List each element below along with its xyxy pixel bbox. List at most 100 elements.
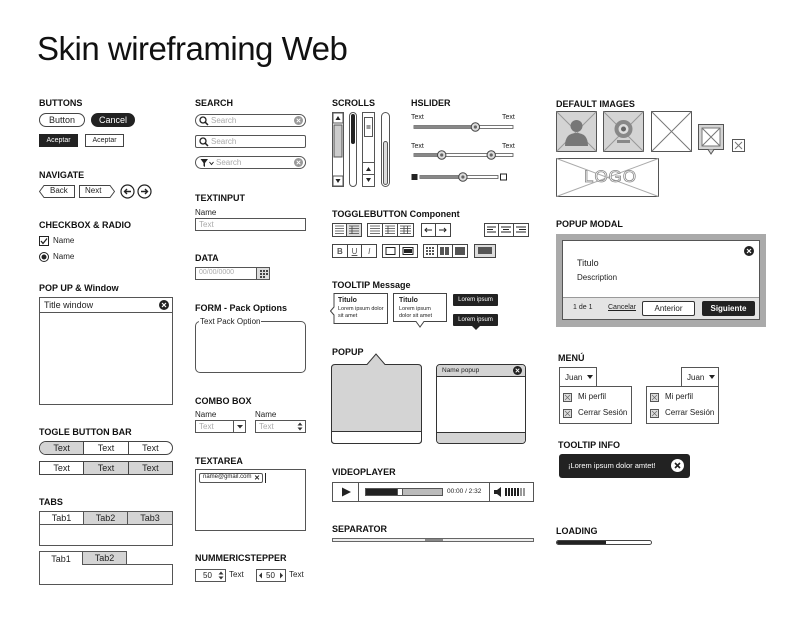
email-tag[interactable]: name@gmail.com ✕ bbox=[199, 473, 263, 483]
previous-button[interactable]: Anterior bbox=[642, 301, 695, 316]
combo-box-1[interactable]: Text bbox=[195, 420, 246, 433]
webcam-placeholder bbox=[603, 111, 644, 152]
clear-icon[interactable] bbox=[294, 158, 303, 167]
caret-right-icon[interactable] bbox=[279, 570, 284, 581]
layout-toggle-group[interactable] bbox=[367, 223, 414, 237]
cancel-link[interactable]: Cancelar bbox=[608, 304, 637, 311]
modal-footer: 1 de 1 Cancelar Anterior Siguiente bbox=[563, 297, 759, 319]
volume-icon[interactable] bbox=[493, 486, 533, 498]
modal-title: Titulo bbox=[577, 258, 599, 268]
user-dropdown[interactable]: Juan bbox=[559, 367, 597, 387]
date-input[interactable]: 00/00/0000 bbox=[195, 267, 270, 280]
popup-modal-heading: POPUP MODAL bbox=[556, 219, 623, 229]
form-heading: FORM - Pack Options bbox=[195, 303, 288, 313]
filter-icon[interactable] bbox=[200, 158, 214, 168]
combo-heading: COMBO BOX bbox=[195, 396, 252, 406]
scroll-thumb[interactable] bbox=[351, 114, 355, 144]
bold-toggle[interactable]: B bbox=[333, 245, 348, 257]
hslider-2[interactable] bbox=[411, 150, 516, 160]
scrollbar-3[interactable] bbox=[362, 112, 375, 187]
menu-item[interactable]: Mi perfil bbox=[647, 391, 718, 405]
play-icon[interactable] bbox=[333, 483, 359, 501]
italic-toggle[interactable]: I bbox=[368, 246, 371, 256]
tab-2[interactable]: Tab2 bbox=[82, 551, 127, 565]
frame-toggle-group[interactable] bbox=[382, 244, 418, 258]
close-icon[interactable] bbox=[159, 300, 169, 310]
history-toggle-group[interactable] bbox=[421, 223, 451, 237]
tab-1[interactable]: Tab1 bbox=[39, 551, 83, 566]
numeric-stepper-2[interactable]: 50 bbox=[256, 569, 286, 582]
close-icon[interactable] bbox=[513, 366, 522, 375]
tooltip-info: ¡Lorem ipsum dolor amtet! bbox=[559, 454, 690, 478]
calendar-icon[interactable] bbox=[256, 268, 269, 279]
arrow-left-icon[interactable] bbox=[120, 184, 135, 199]
search-input-filter[interactable]: Search bbox=[195, 156, 306, 169]
text-input[interactable]: Text bbox=[195, 218, 306, 231]
scroll-up-button[interactable] bbox=[363, 162, 374, 174]
tab-1[interactable]: Tab1 bbox=[40, 512, 84, 524]
search-input-rounded[interactable]: Search bbox=[195, 114, 306, 127]
tooltip-bottom: Titulo Lorem ipsum dolor sit amet bbox=[393, 293, 447, 328]
search-icon bbox=[199, 137, 209, 147]
textarea[interactable]: name@gmail.com ✕ bbox=[195, 469, 306, 531]
video-scrubber[interactable] bbox=[396, 488, 403, 496]
toggle-bar-item[interactable]: Text bbox=[128, 462, 172, 474]
tab-2[interactable]: Tab2 bbox=[84, 512, 128, 524]
combo-box-2[interactable]: Text bbox=[255, 420, 306, 433]
scrollbar-2[interactable] bbox=[349, 112, 357, 187]
tab-3[interactable]: Tab3 bbox=[128, 512, 172, 524]
search-input[interactable]: Search bbox=[195, 135, 306, 148]
text-cursor bbox=[265, 473, 266, 483]
tooltip-info-text: ¡Lorem ipsum dolor amtet! bbox=[568, 461, 656, 470]
menu-item[interactable]: Mi perfil bbox=[560, 391, 631, 405]
hslider-3[interactable] bbox=[411, 172, 507, 182]
radio-button[interactable] bbox=[39, 252, 49, 262]
grid-toggle-group[interactable] bbox=[423, 244, 468, 258]
menu-item[interactable]: Cerrar Sesión bbox=[647, 407, 718, 421]
close-icon[interactable]: ✕ bbox=[254, 475, 260, 482]
caret-down-icon bbox=[587, 374, 593, 380]
textinput-label: Name bbox=[195, 208, 217, 217]
slider-label: Text bbox=[411, 114, 424, 121]
user-dropdown[interactable]: Juan bbox=[681, 367, 719, 387]
aceptar-button[interactable]: Aceptar bbox=[85, 134, 124, 147]
combo-value: Text bbox=[199, 422, 214, 431]
scrollbar-1[interactable] bbox=[332, 112, 344, 187]
back-button[interactable]: Back bbox=[39, 185, 75, 198]
hslider-1[interactable] bbox=[411, 122, 516, 132]
next-button[interactable]: Next bbox=[79, 185, 115, 198]
combo-label-2: Name bbox=[255, 410, 277, 419]
menu-item-label: Cerrar Sesión bbox=[578, 408, 628, 417]
numeric-stepper-1[interactable]: 50 bbox=[195, 569, 226, 582]
underline-toggle[interactable]: U bbox=[348, 245, 363, 257]
align-toggle-group[interactable] bbox=[484, 223, 529, 237]
menu-item[interactable]: Cerrar Sesión bbox=[560, 407, 631, 421]
scroll-thumb[interactable] bbox=[364, 117, 373, 137]
chevron-down-icon[interactable] bbox=[233, 421, 245, 432]
scrollbar-4[interactable] bbox=[381, 112, 390, 187]
clear-icon[interactable] bbox=[294, 116, 303, 125]
toggle-bar-item[interactable]: Text bbox=[142, 443, 159, 453]
view-toggle-group[interactable] bbox=[332, 223, 362, 237]
close-icon[interactable] bbox=[671, 459, 684, 472]
cancel-button[interactable]: Cancel bbox=[91, 113, 135, 127]
up-down-icon[interactable] bbox=[296, 421, 304, 432]
scroll-thumb[interactable] bbox=[383, 141, 388, 185]
arrow-right-icon[interactable] bbox=[137, 184, 152, 199]
button-button[interactable]: Button bbox=[39, 113, 85, 127]
video-progress[interactable] bbox=[365, 488, 443, 496]
caret-left-icon[interactable] bbox=[258, 570, 263, 581]
toggle-bar-item[interactable]: Text bbox=[84, 442, 129, 454]
email-tag-label: name@gmail.com bbox=[203, 474, 252, 480]
aceptar-dark-button[interactable]: Aceptar bbox=[39, 134, 78, 147]
display-toggle[interactable] bbox=[474, 244, 496, 258]
scroll-down-button[interactable] bbox=[363, 174, 374, 186]
toggle-bar-item[interactable]: Text bbox=[40, 442, 85, 454]
toggle-bar-item[interactable]: Text bbox=[84, 462, 129, 474]
next-button[interactable]: Siguiente bbox=[702, 301, 755, 316]
toggle-bar-item[interactable]: Text bbox=[40, 462, 85, 474]
close-icon[interactable] bbox=[744, 246, 754, 256]
checkbox[interactable] bbox=[39, 236, 49, 246]
up-down-icon[interactable] bbox=[217, 570, 225, 581]
text-style-toggle-group[interactable]: B U I bbox=[332, 244, 377, 258]
